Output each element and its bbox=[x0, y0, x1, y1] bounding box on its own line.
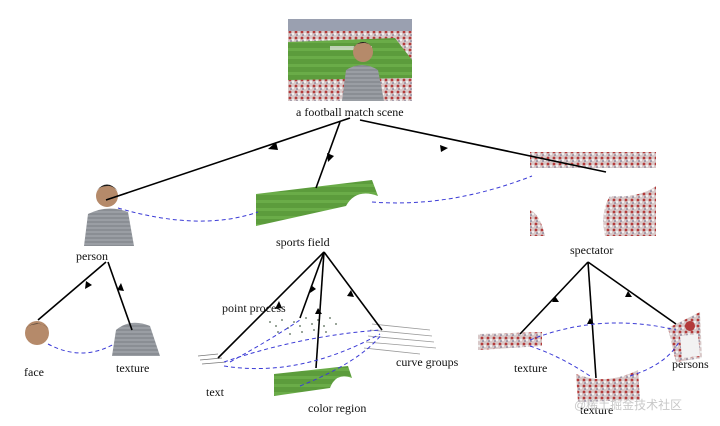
label-spectator-texture-bottom: texture bbox=[580, 403, 613, 417]
label-spectator: spectator bbox=[570, 243, 613, 257]
face-image bbox=[25, 321, 49, 345]
root-scene-image bbox=[288, 19, 412, 101]
person-texture-image bbox=[112, 322, 160, 356]
label-person: person bbox=[76, 249, 108, 263]
label-spectator-texture-left: texture bbox=[514, 361, 547, 375]
sports-field-image bbox=[256, 180, 378, 226]
label-sports-field: sports field bbox=[276, 235, 330, 249]
watermark: @稀土掘金技术社区 bbox=[574, 398, 683, 412]
spectator-texture-bottom-image bbox=[576, 370, 640, 402]
person-image bbox=[84, 184, 134, 246]
curve-groups-image bbox=[363, 323, 437, 355]
label-persons: persons bbox=[672, 357, 709, 371]
label-root: a football match scene bbox=[296, 105, 404, 119]
label-text: text bbox=[206, 385, 225, 399]
label-color-region: color region bbox=[308, 401, 366, 415]
label-curve-groups: curve groups bbox=[396, 355, 459, 369]
relation-edges bbox=[47, 175, 681, 387]
label-face: face bbox=[24, 365, 44, 379]
spectator-image bbox=[530, 152, 656, 236]
point-process-image bbox=[269, 317, 337, 335]
edge-arrowheads bbox=[85, 142, 632, 324]
color-region-image bbox=[274, 366, 352, 396]
label-point-process: point process bbox=[222, 301, 286, 315]
label-person-texture: texture bbox=[116, 361, 149, 375]
persons-image bbox=[668, 312, 702, 362]
spectator-texture-left-image bbox=[478, 332, 542, 350]
text-image bbox=[197, 353, 227, 365]
